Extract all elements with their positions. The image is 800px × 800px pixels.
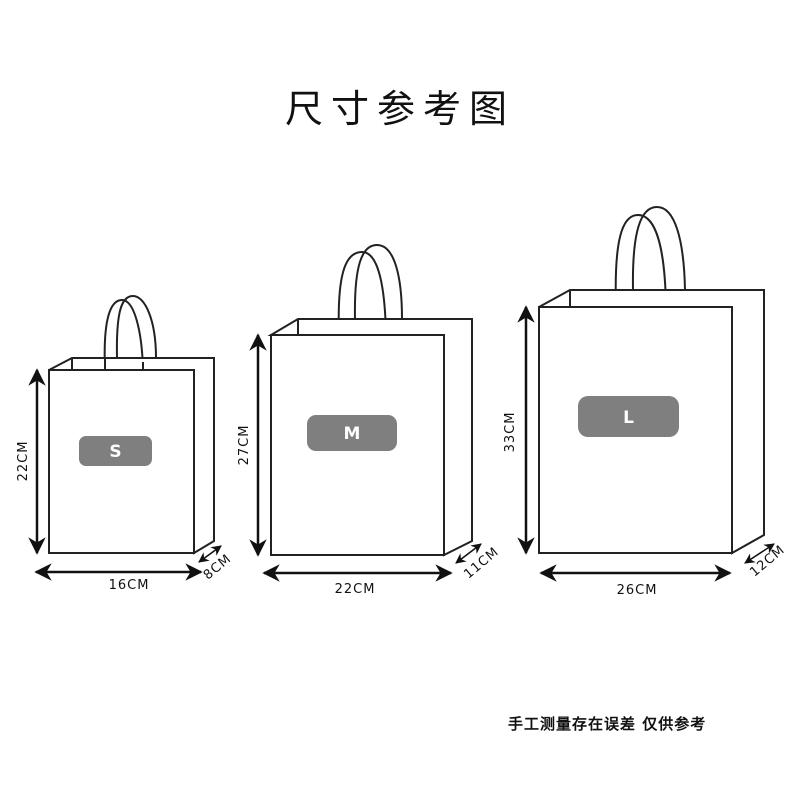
depth-arrow-m [455,543,482,564]
width-label-l: 26CM [617,583,658,598]
width-label-m: 22CM [335,582,376,597]
depth-arrow-l [744,543,775,564]
size-badge-m-label: M [344,424,361,444]
bag-l-handles [614,205,686,308]
size-badge-s-label: S [109,442,121,462]
size-badge-m [307,415,397,451]
height-label-m: 27CM [237,425,252,466]
disclaimer-note: 手工测量存在误差 仅供参考 [508,715,707,733]
bag-m-body [267,318,473,557]
bag-s-handles [103,294,157,371]
height-label-l: 33CM [503,412,518,453]
size-badge-l [578,396,679,437]
bag-l-body [538,289,765,555]
width-label-s: 16CM [109,578,150,593]
size-badge-s [79,436,152,466]
height-label-s: 22CM [16,441,31,482]
page-title: 尺寸参考图 [284,87,515,131]
bag-m-handles [337,243,403,336]
bag-m: M 27CM 22CM 11CM [237,243,502,597]
bag-s: S 22CM 16CM 8CM [16,294,235,593]
bag-l: L 33CM 26CM 12CM [503,205,788,598]
depth-label-m: 11CM [461,544,502,582]
depth-arrow-s [198,545,222,563]
size-badge-l-label: L [623,408,634,428]
